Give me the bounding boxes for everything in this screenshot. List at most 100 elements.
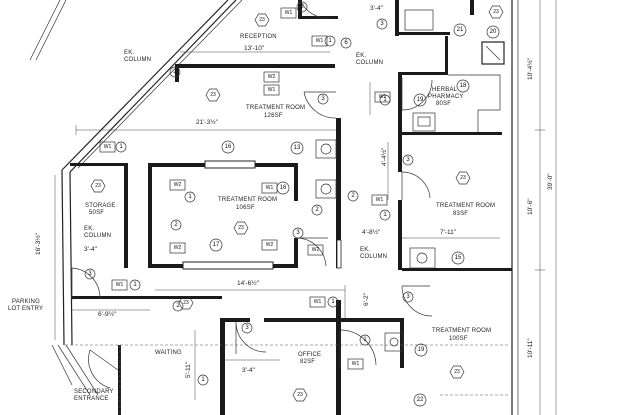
dimension-label: 4'-8½" <box>362 228 381 236</box>
wall-type-w1: W1 <box>352 361 360 367</box>
tag-3: 3 <box>321 96 325 102</box>
wall-type-w1: W1 <box>116 282 124 288</box>
tag-2: 2 <box>351 193 355 199</box>
secondary-entrance-label-1: SECONDARY <box>74 389 114 395</box>
tag-17: 17 <box>213 242 220 248</box>
dimension-label: 10'-6" <box>527 198 534 215</box>
tag-22: 22 <box>417 397 424 403</box>
tag-13: 13 <box>294 145 301 151</box>
wall-type-w2: W2 <box>266 242 274 248</box>
herbal-pharmacy-area: 80SF <box>436 101 451 107</box>
tag-2: 2 <box>173 69 177 75</box>
dimension-label: 3'-4" <box>84 246 98 253</box>
tag-16: 16 <box>280 185 287 191</box>
dimension-label: 3'-4" <box>242 367 256 374</box>
wall-type-w1: W1 <box>376 197 384 203</box>
ek-column-label-2a: EK. <box>356 53 366 59</box>
wall-type-w1: W1 <box>104 144 112 150</box>
right-exterior <box>511 0 557 415</box>
tag-19: 19 <box>418 347 425 353</box>
tag-18: 18 <box>460 83 467 89</box>
treatment-room-4-label: TREATMENT ROOM <box>432 328 491 334</box>
tag-2: 2 <box>300 4 304 10</box>
dimension-label: 5'-11" <box>185 361 192 378</box>
dimension-label: 39'-0" <box>547 173 554 190</box>
dimension-label: 10'-4½" <box>526 57 534 80</box>
dimension-labels: 21'-3½" 3'-4" 14'-6½" 7'-11" 4'-8½" 6'-9… <box>34 5 554 378</box>
left-exterior-wall <box>51 169 99 396</box>
wall-type-w2: W2 <box>174 245 182 251</box>
secondary-entrance-label-2: ENTRANCE <box>74 396 109 402</box>
storage-area: 50SF <box>89 210 104 216</box>
tag-3: 3 <box>406 157 410 163</box>
tag-23: 23 <box>454 369 460 375</box>
waiting-label: WAITING <box>155 350 182 356</box>
wall-type-w1: W1 <box>314 299 322 305</box>
tag-3: 3 <box>245 325 249 331</box>
dimension-label: 3'-4" <box>370 5 384 12</box>
tag-1: 1 <box>363 337 367 343</box>
tag-1: 1 <box>331 299 335 305</box>
wall-type-w1: W1 <box>379 94 387 100</box>
dimension-label: 14'-6½" <box>237 279 260 287</box>
dimension-label: 7'-11" <box>440 229 457 236</box>
wall-type-w2: W2 <box>174 182 182 188</box>
tag-2: 2 <box>176 303 180 309</box>
dimension-label: 16'-3½" <box>34 232 42 255</box>
tag-23: 23 <box>238 225 244 231</box>
tag-23: 23 <box>493 9 499 15</box>
tag-1: 1 <box>133 282 137 288</box>
wall-type-w1: W1 <box>316 38 324 44</box>
tag-21: 21 <box>457 27 464 33</box>
treatment-room-3-label: TREATMENT ROOM <box>436 203 495 209</box>
tag-23: 23 <box>183 300 189 306</box>
dimension-label: 10'-11" <box>527 338 534 358</box>
tag-6: 6 <box>344 40 348 46</box>
door-swings <box>71 0 433 389</box>
office-label: OFFICE <box>298 352 321 358</box>
tag-23: 23 <box>259 17 265 23</box>
tag-23: 23 <box>210 92 216 98</box>
reception-label: RECEPTION <box>240 34 277 40</box>
office-area: 82SF <box>300 359 315 365</box>
reception-dimension: 13'-10" <box>244 45 265 52</box>
tag-23: 23 <box>297 392 303 398</box>
fixtures <box>315 9 505 352</box>
herbal-pharmacy-label-2: PHARMACY <box>428 94 464 100</box>
treatment-room-4-area: 100SF <box>449 336 468 342</box>
dimension-label: 21'-3½" <box>196 118 219 126</box>
dashed-lines <box>65 344 510 415</box>
tag-23: 23 <box>95 183 101 189</box>
tag-3: 3 <box>406 294 410 300</box>
wall-type-w1: W1 <box>285 10 293 16</box>
tag-3: 3 <box>88 271 92 277</box>
wall-type-tags: W1 W2 W2 W2 W1 W2 W1 W1 W1 W1 W1 W1 W1 W… <box>99 7 391 370</box>
tag-3: 3 <box>380 21 384 27</box>
dimension-lines <box>54 51 500 400</box>
treatment-room-1-label: TREATMENT ROOM <box>246 105 305 111</box>
wall-type-w2: W2 <box>268 74 276 80</box>
tag-2: 2 <box>174 222 178 228</box>
tag-3: 3 <box>296 230 300 236</box>
wall-type-w1: W1 <box>268 87 276 93</box>
tag-1: 1 <box>188 194 192 200</box>
treatment-room-1-area: 126SF <box>264 113 283 119</box>
diagonal-exterior-wall <box>29 0 243 173</box>
treatment-room-2-area: 106SF <box>236 205 255 211</box>
wall-type-w1: W1 <box>266 185 274 191</box>
tag-20: 20 <box>490 29 497 35</box>
tag-16: 16 <box>225 144 232 150</box>
tag-15: 15 <box>455 255 462 261</box>
treatment-room-2-label: TREATMENT ROOM <box>218 197 277 203</box>
tag-23: 23 <box>460 175 466 181</box>
hatched-wall-segments <box>182 160 342 270</box>
room-labels: RECEPTION 13'-10" EK. COLUMN EK. COLUMN … <box>8 34 495 402</box>
ek-column-label-1a: EK. <box>124 50 134 56</box>
ek-column-label-2b: COLUMN <box>356 60 383 66</box>
tag-19: 19 <box>417 97 424 103</box>
tag-1: 1 <box>328 38 332 44</box>
hex-tags: 23 23 23 23 23 23 23 23 <box>90 5 504 402</box>
tag-1: 1 <box>383 97 387 103</box>
ek-column-label-4b: COLUMN <box>360 254 387 260</box>
